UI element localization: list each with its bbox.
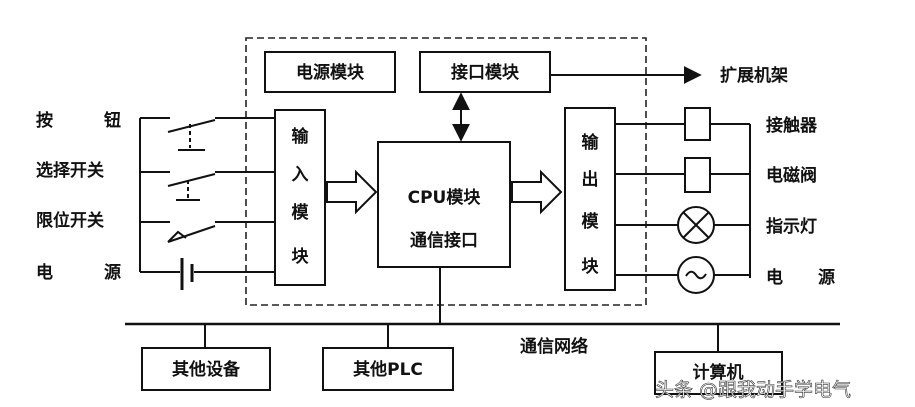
device-computer-box bbox=[654, 351, 783, 395]
cpu-to-output-arrow bbox=[511, 169, 563, 215]
device-computer-label: 计算机 bbox=[693, 362, 744, 383]
valve-coil bbox=[684, 157, 711, 193]
device-plc-label: 其他PLC bbox=[353, 359, 423, 380]
cpu-module-label: CPU模块 bbox=[408, 187, 482, 208]
input-power-label-2: 源 bbox=[104, 262, 121, 283]
valve-label: 电磁阀 bbox=[766, 165, 817, 186]
output-module-char-4: 块 bbox=[582, 257, 600, 277]
output-module-box bbox=[564, 107, 616, 291]
selector-contact bbox=[167, 173, 216, 187]
input-module-char-3: 模 bbox=[292, 202, 310, 223]
interface-module-label: 接口模块 bbox=[451, 62, 520, 83]
output-module-char-2: 出 bbox=[582, 169, 599, 190]
lamp-label: 指示灯 bbox=[766, 216, 817, 237]
contactor-label: 接触器 bbox=[766, 115, 818, 136]
output-power-label-1: 电 bbox=[766, 267, 783, 288]
output-module-char-3: 模 bbox=[582, 211, 600, 232]
output-module-char-1: 输 bbox=[582, 132, 600, 153]
comm-interface-label: 通信接口 bbox=[410, 230, 478, 251]
watermark: 头条 @跟我动手学电气 bbox=[655, 379, 851, 401]
device-plc-box bbox=[322, 347, 454, 391]
contactor-coil bbox=[684, 107, 711, 141]
input-module-box bbox=[274, 109, 326, 286]
device-other-box bbox=[141, 347, 271, 391]
button-label-1: 按 bbox=[36, 110, 53, 131]
limit-contact bbox=[167, 225, 216, 243]
input-power-label-1: 电 bbox=[36, 262, 53, 283]
button-contact bbox=[167, 119, 216, 133]
power-module-label: 电源模块 bbox=[296, 62, 365, 83]
interface-module-box bbox=[419, 51, 551, 93]
device-other-label: 其他设备 bbox=[172, 359, 241, 380]
output-power-label-2: 源 bbox=[818, 267, 835, 288]
input-to-cpu-arrow bbox=[326, 169, 378, 215]
selector-label: 选择开关 bbox=[36, 160, 104, 181]
input-module-char-1: 输 bbox=[292, 126, 310, 147]
power-module-box bbox=[264, 51, 396, 93]
input-module-char-2: 入 bbox=[292, 165, 309, 185]
network-label: 通信网络 bbox=[520, 336, 588, 357]
input-module-char-4: 块 bbox=[292, 247, 310, 267]
button-label-2: 钮 bbox=[104, 110, 121, 131]
cpu-module-box bbox=[377, 141, 511, 268]
expansion-label: 扩展机架 bbox=[720, 65, 788, 86]
limit-label: 限位开关 bbox=[36, 210, 104, 231]
